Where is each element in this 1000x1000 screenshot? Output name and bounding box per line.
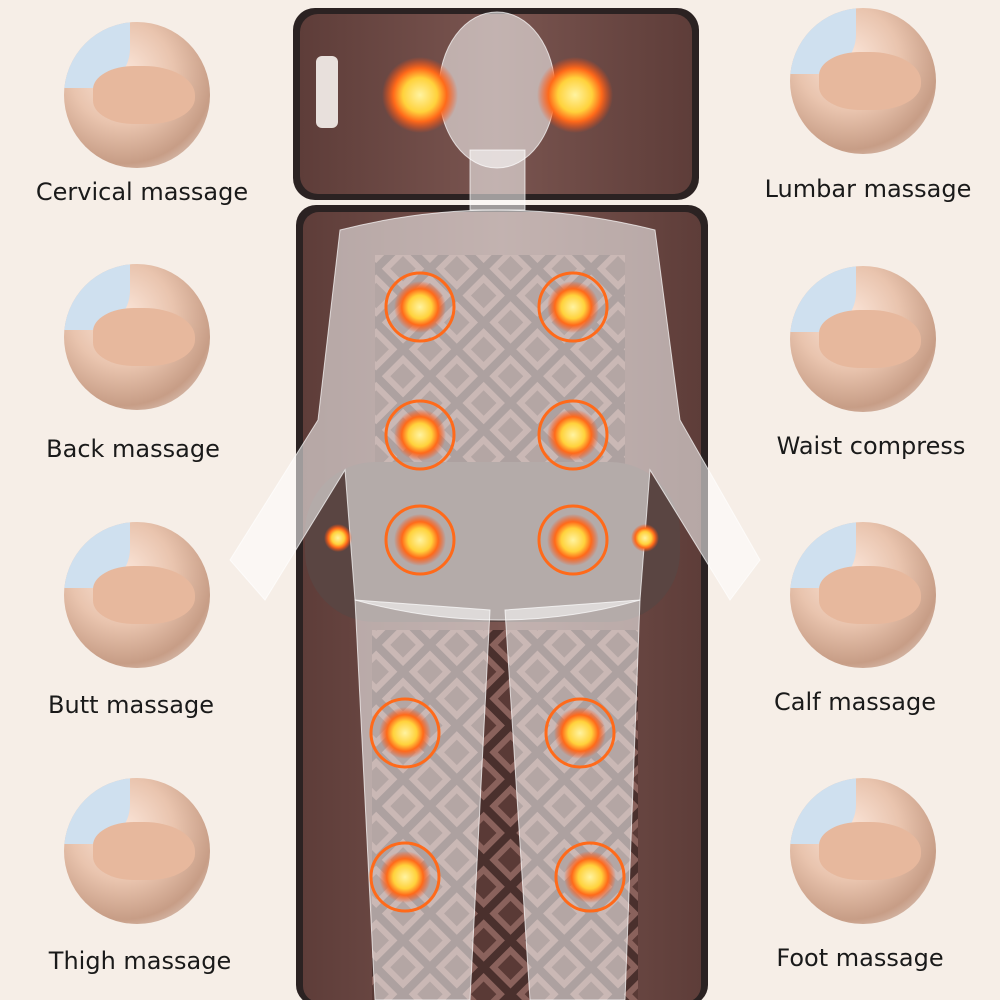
heat-node: [379, 707, 431, 759]
head-heat-right: [537, 57, 613, 133]
heat-node-ring: [544, 697, 616, 769]
head-heat-left: [382, 57, 458, 133]
heat-node: [394, 514, 446, 566]
heat-node: [631, 524, 659, 552]
heat-node-ring: [537, 271, 609, 343]
heat-node-ring: [384, 504, 456, 576]
waist-compress-photo: [790, 266, 936, 412]
foot-massage-label: Foot massage: [776, 944, 944, 972]
heat-node-ring: [384, 399, 456, 471]
heat-node: [394, 281, 446, 333]
waist-compress-label: Waist compress: [776, 432, 966, 460]
cervical-massage-photo: [64, 22, 210, 168]
lumbar-massage-label: Lumbar massage: [764, 175, 972, 203]
butt-massage-photo: [64, 522, 210, 668]
thigh-massage-label: Thigh massage: [48, 947, 232, 975]
heat-node: [324, 524, 352, 552]
heat-node-ring: [537, 504, 609, 576]
heat-node: [547, 409, 599, 461]
heat-node-ring: [384, 271, 456, 343]
foot-massage-photo: [790, 778, 936, 924]
heat-node: [394, 409, 446, 461]
lumbar-massage-photo: [790, 8, 936, 154]
heat-node: [379, 851, 431, 903]
calf-massage-label: Calf massage: [773, 688, 937, 716]
butt-massage-label: Butt massage: [48, 691, 214, 719]
body-silhouette: [229, 11, 761, 1000]
heat-node: [554, 707, 606, 759]
heat-node-ring: [369, 841, 441, 913]
back-massage-label: Back massage: [46, 435, 220, 463]
heat-node: [564, 851, 616, 903]
thigh-massage-photo: [64, 778, 210, 924]
heat-node: [547, 514, 599, 566]
cervical-massage-label: Cervical massage: [35, 178, 249, 206]
control-panel[interactable]: [316, 56, 338, 128]
heat-node-ring: [554, 841, 626, 913]
heat-node-ring: [537, 399, 609, 471]
calf-massage-photo: [790, 522, 936, 668]
heat-node-ring: [369, 697, 441, 769]
heat-node: [547, 281, 599, 333]
back-massage-photo: [64, 264, 210, 410]
